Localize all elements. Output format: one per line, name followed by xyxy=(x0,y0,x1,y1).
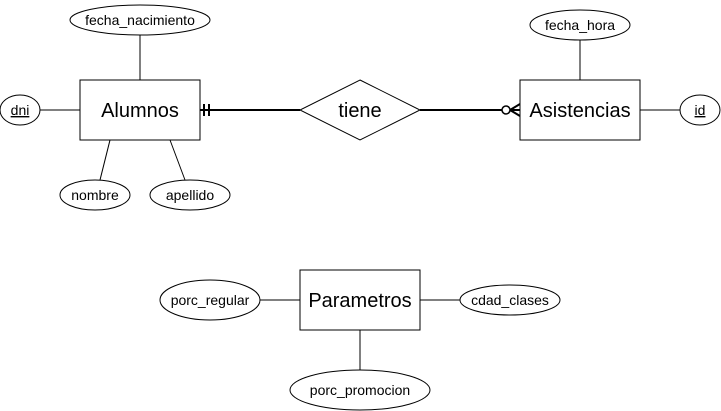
entity-parametros: Parametros xyxy=(299,269,421,331)
svg-text:porc_promocion: porc_promocion xyxy=(310,382,410,398)
svg-text:apellido: apellido xyxy=(166,187,214,203)
attribute-cdad-clases: cdad_clases xyxy=(459,284,561,316)
relationship-lines xyxy=(200,103,521,117)
attribute-id-key: id xyxy=(679,94,721,126)
attribute-porc-regular: porc_regular xyxy=(159,279,261,321)
svg-text:fecha_hora: fecha_hora xyxy=(545,17,615,33)
line-alumnos-apellido xyxy=(169,139,186,181)
svg-text:nombre: nombre xyxy=(71,187,119,203)
attribute-fecha-nacimiento: fecha_nacimiento xyxy=(69,4,211,36)
svg-text:fecha_nacimiento: fecha_nacimiento xyxy=(85,12,195,28)
entity-asistencias-label: Asistencias xyxy=(529,100,630,122)
attribute-fecha-hora: fecha_hora xyxy=(529,9,631,41)
cardinality-one-and-only-one xyxy=(203,104,210,116)
entity-alumnos: Alumnos xyxy=(79,79,201,141)
entity-alumnos-label: Alumnos xyxy=(101,100,179,122)
attribute-apellido: apellido xyxy=(149,179,231,211)
attribute-nombre: nombre xyxy=(59,179,131,211)
relationship-tiene-label: tiene xyxy=(338,100,381,122)
svg-text:id: id xyxy=(695,102,706,118)
entity-parametros-label: Parametros xyxy=(308,290,411,312)
cardinality-zero-or-many xyxy=(501,103,521,117)
connector-lines xyxy=(40,35,680,370)
line-alumnos-nombre xyxy=(99,139,111,181)
entity-asistencias: Asistencias xyxy=(519,79,641,141)
svg-text:cdad_clases: cdad_clases xyxy=(471,292,549,308)
attribute-dni-key: dni xyxy=(0,94,41,126)
attribute-porc-promocion: porc_promocion xyxy=(289,369,431,411)
svg-text:porc_regular: porc_regular xyxy=(171,292,250,308)
svg-text:dni: dni xyxy=(11,102,30,118)
relationship-tiene: tiene xyxy=(298,79,422,141)
